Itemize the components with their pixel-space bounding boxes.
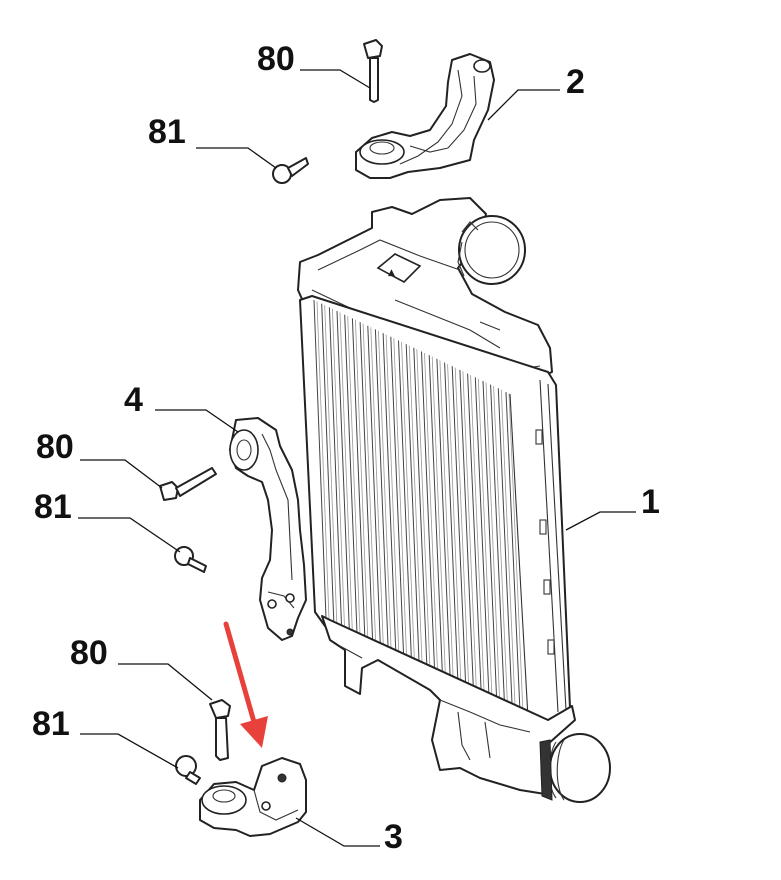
bolt-80-mid <box>159 467 217 501</box>
core-fin <box>405 344 420 664</box>
core-fin <box>344 314 358 634</box>
core-fin <box>493 386 508 707</box>
core-fin <box>390 336 405 656</box>
callout-screw-bottom: 81 <box>32 705 70 743</box>
screw-81-mid <box>174 546 207 573</box>
core-fin <box>413 347 428 667</box>
tank-label-glyph: ▲ <box>388 268 395 278</box>
core-fin <box>313 299 327 619</box>
core-fin <box>490 384 505 705</box>
core-fin <box>324 305 338 624</box>
core-fin <box>505 391 521 713</box>
callout-bolt-mid: 80 <box>36 428 74 466</box>
core-fin <box>508 393 524 714</box>
callout-intercooler-1: 1 <box>641 483 660 521</box>
core-fin <box>467 373 482 694</box>
core-fin <box>362 323 376 643</box>
core-fin <box>378 330 392 650</box>
left-bracket-4 <box>229 417 307 641</box>
leader-lines <box>78 69 636 847</box>
core-fin <box>336 310 350 630</box>
upper-bracket-2 <box>355 53 495 179</box>
core-fin <box>321 303 335 622</box>
core-fin <box>444 362 459 682</box>
core-fin <box>474 377 490 698</box>
core-fin <box>428 355 443 675</box>
bolt-80-bottom <box>209 699 231 761</box>
core-fin <box>355 319 369 639</box>
callout-screw-top: 81 <box>148 113 186 151</box>
core-fin <box>393 338 407 658</box>
core-fin <box>385 334 400 654</box>
core-fin <box>447 364 462 684</box>
callout-bracket-3: 3 <box>384 818 403 856</box>
callout-screw-mid: 81 <box>34 488 72 526</box>
core-fin <box>351 318 366 637</box>
core-fin <box>398 340 412 660</box>
screw-81-bottom <box>175 755 201 785</box>
core-fin <box>416 349 431 669</box>
core-fin <box>459 369 474 690</box>
core-fin <box>497 388 513 709</box>
core-fin <box>328 307 342 626</box>
callout-bracket-2: 2 <box>566 63 585 101</box>
core-fin <box>470 375 485 695</box>
core-fin <box>347 316 361 635</box>
core-fin <box>500 389 516 710</box>
core-fin <box>370 327 384 646</box>
core-fin <box>485 382 501 703</box>
core-fin <box>462 371 477 691</box>
core-fin <box>374 329 389 649</box>
core-fin <box>477 378 493 699</box>
core-fin <box>359 322 374 641</box>
core-fin <box>316 301 330 620</box>
core-fin <box>408 345 423 665</box>
core-fin <box>454 367 470 688</box>
core-fin <box>439 360 454 680</box>
screw-81-top <box>272 157 309 184</box>
callout-bolt-top: 80 <box>257 40 295 78</box>
red-indicator-arrow <box>223 621 268 748</box>
core-fin <box>436 358 451 679</box>
intercooler: ▲ <box>297 197 611 803</box>
callout-bracket-4: 4 <box>124 381 143 419</box>
core-fin <box>401 341 415 661</box>
core-fin <box>431 356 446 676</box>
core-fin <box>339 312 353 631</box>
callout-bolt-bottom: 80 <box>70 634 108 672</box>
core-fin <box>482 380 498 701</box>
bolt-80-top <box>363 39 383 103</box>
core-fin <box>367 325 381 645</box>
core-fins <box>313 299 524 714</box>
core-fin <box>382 333 397 652</box>
lower-bracket-3 <box>199 757 307 837</box>
core-fin <box>424 352 438 673</box>
core-fin <box>421 351 436 671</box>
core-fin <box>451 366 467 686</box>
core-fin <box>332 308 345 628</box>
